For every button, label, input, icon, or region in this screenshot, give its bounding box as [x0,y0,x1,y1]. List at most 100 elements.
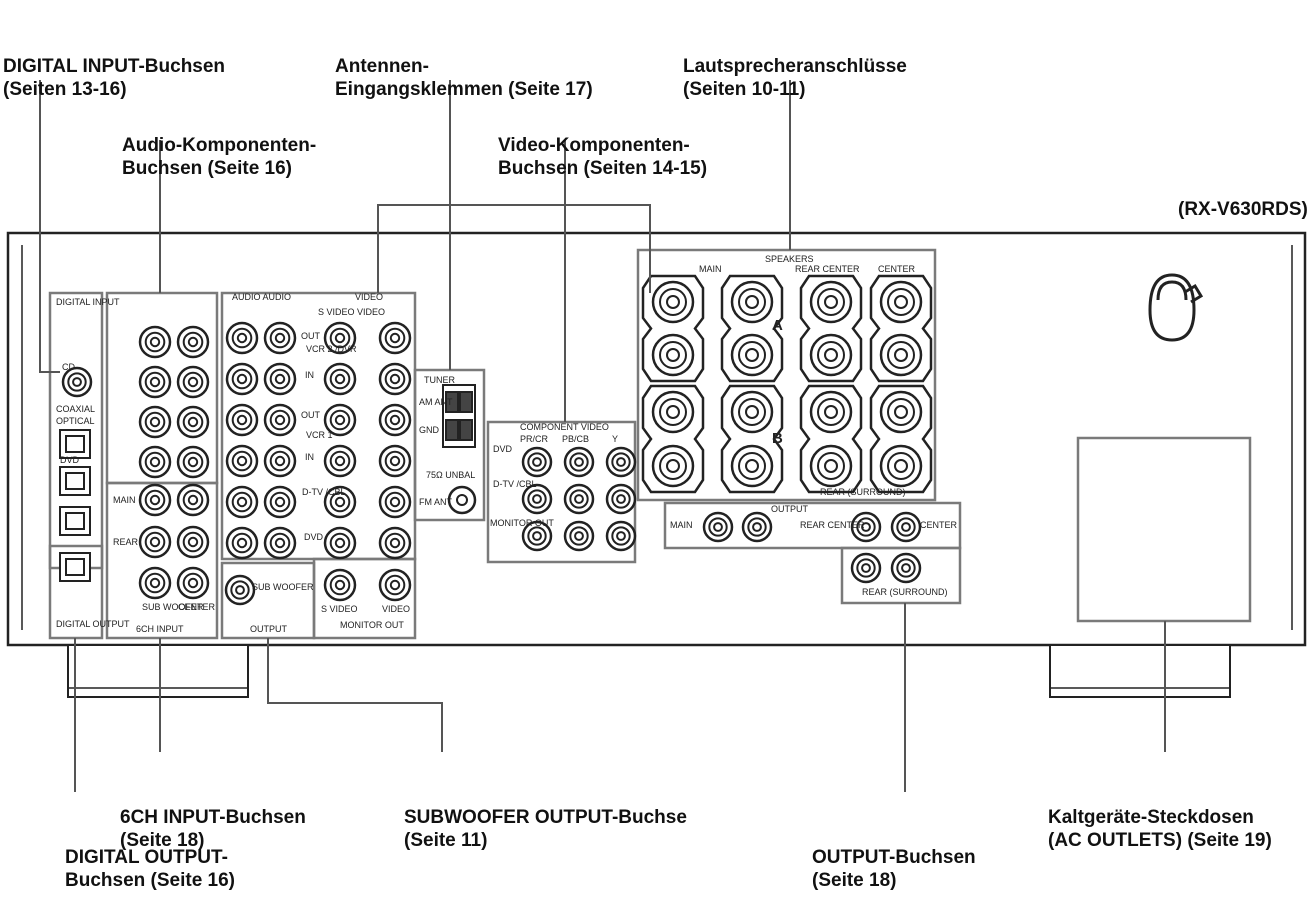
audio-jack-r [263,444,297,478]
output-rear-center-jack [850,511,882,543]
label-digital-output: DIGITAL OUTPUT [56,619,130,629]
label-six-ch-input: 6CH INPUT [136,624,184,634]
six-ch-input-box [105,481,219,640]
audio-in-jack [138,445,172,479]
label-sp-rear: REAR (SURROUND) [820,487,906,497]
label-video: VIDEO [355,292,383,302]
six-ch-main-l-jack [138,483,172,517]
component-video-box [486,420,637,564]
monitor-video-jack [378,568,412,602]
callout-six-ch-input: 6CH INPUT-Buchsen(Seite 18) [120,807,306,851]
label-cv-dvd: DVD [493,444,513,454]
component-video-jack [563,446,595,478]
audio-jack-l [225,526,259,560]
audio-jack-r [263,485,297,519]
label-cv-dtv: D-TV /CBL [493,479,537,489]
speaker-binding-post [651,390,695,434]
s-video-jack [323,485,357,519]
label-tuner: TUNER [424,375,455,385]
label-monitor-out: MONITOR OUT [340,620,404,630]
label-dvd: DVD [60,455,80,465]
label-pr-cr: PR/CR [520,434,549,444]
label-out-1: OUT [301,331,321,341]
s-video-jack [323,526,357,560]
label-main: MAIN [113,495,136,505]
label-sub-woofer: SUB WOOFER [142,602,204,612]
am-antenna-terminals [442,384,476,448]
speaker-binding-post [730,280,774,324]
label-out-rear-center: REAR CENTER [800,520,865,530]
label-dvd-row: DVD [304,532,324,542]
label-y: Y [612,434,618,444]
callout-audio-components: Audio-Komponenten-Buchsen (Seite 16) [122,135,317,179]
audio-jack-l [225,403,259,437]
audio-jack-r [263,321,297,355]
label-speakers: SPEAKERS [765,254,814,264]
label-coaxial: COAXIAL [56,404,95,414]
component-video-jack [563,483,595,515]
label-out-rear: REAR (SURROUND) [862,587,948,597]
audio-jack-r [263,526,297,560]
component-video-jack [521,446,553,478]
output-center-jack [890,511,922,543]
label-subwoofer: SUB WOOFER [252,582,314,592]
speakers-box [636,248,937,502]
coaxial-input-jack [61,366,93,398]
power-cord-icon [1148,273,1204,342]
label-speaker-b: B [772,430,783,447]
label-vcr2: VCR 2 /DVR [306,344,357,354]
callout-output: OUTPUT-Buchsen(Seite 18) [812,847,976,891]
model-name: (RX-V630RDS) [1178,199,1308,220]
callout-digital-output: DIGITAL OUTPUT-Buchsen (Seite 16) [65,847,235,891]
rear-panel-illustration: DIGITAL INPUT CD COAXIAL OPTICAL DVD DIG… [6,80,1307,792]
label-optical: OPTICAL [56,416,95,426]
video-jack [378,444,412,478]
rca-jack-grid [61,321,922,606]
label-cd: CD [62,362,75,372]
label-component-video: COMPONENT VIDEO [520,422,609,432]
speaker-terminals [641,274,933,494]
audio-jack-r [263,403,297,437]
video-jack [378,485,412,519]
video-jack [378,526,412,560]
speaker-binding-post [730,444,774,488]
s-video-jack [323,362,357,396]
speaker-binding-post [809,444,853,488]
speaker-binding-post [809,390,853,434]
label-sp-main: MAIN [699,264,722,274]
s-video-jack [323,403,357,437]
audio-in-jack [176,325,210,359]
label-fm-ant: FM ANT [419,497,453,507]
speaker-binding-post [809,280,853,324]
label-digital-input: DIGITAL INPUT [56,297,120,307]
subwoofer-output-jack [224,574,256,606]
audio-jack-l [225,485,259,519]
callout-antenna: Antennen-Eingangsklemmen (Seite 17) [335,56,593,100]
audio-jack-l [225,362,259,396]
video-jack [378,321,412,355]
video-jack [378,403,412,437]
audio-jack-r [263,362,297,396]
label-rear-center: REAR CENTER [795,264,860,274]
label-out-output: OUTPUT [771,504,809,514]
monitor-s-video-jack [323,568,357,602]
label-dtv: D-TV /CBL [302,487,346,497]
label-out-2: OUT [301,410,321,420]
component-video-jack [563,520,595,552]
audio-in-jack [138,405,172,439]
output-rear-l-jack [850,552,882,584]
label-vcr1: VCR 1 [306,430,333,440]
label-s-video: S VIDEO [321,604,358,614]
component-video-jack [521,520,553,552]
output-rear-r-jack [890,552,922,584]
speaker-binding-post [879,390,923,434]
six-ch-subwoofer-jack [138,566,172,600]
s-video-jack [323,444,357,478]
monitor-out-box [312,557,417,640]
speaker-binding-post [879,444,923,488]
component-video-jack [605,446,637,478]
label-am-ant: AM ANT [419,397,453,407]
component-video-jack [521,483,553,515]
component-video-jack [605,483,637,515]
audio-in-jack [176,405,210,439]
